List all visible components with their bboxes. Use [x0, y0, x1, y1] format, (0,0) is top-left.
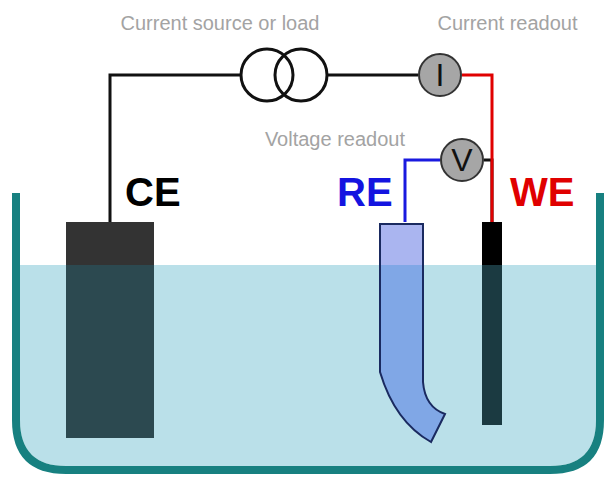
source-label: Current source or load — [95, 12, 345, 34]
meter-symbol: I — [436, 59, 445, 91]
ammeter-shape: I — [418, 53, 462, 97]
working-electrode-outline — [482, 222, 502, 425]
working-electrode-shape — [482, 222, 502, 425]
current-source-shape — [240, 47, 328, 103]
reference-electrode-shape — [375, 222, 450, 447]
working-electrode: WE — [478, 170, 608, 430]
ammeter: I Current readout — [415, 10, 600, 105]
readout-label: Current readout — [415, 12, 600, 34]
reference-electrode-outline — [375, 222, 450, 447]
wire — [110, 75, 240, 222]
symbol-holder: I — [418, 53, 462, 97]
electrode-label: RE — [337, 172, 393, 212]
wire — [328, 74, 418, 77]
electrolyte — [20, 265, 596, 466]
electrode-label: CE — [125, 172, 181, 212]
current-source-outline — [240, 47, 328, 103]
tank-wall — [16, 193, 600, 470]
current-source: Current source or load — [95, 10, 345, 110]
counter-electrode-outline — [66, 222, 154, 438]
readout-label: Voltage readout — [220, 128, 405, 150]
electrode-label: WE — [510, 172, 574, 212]
voltmeter-shape: V — [440, 138, 484, 182]
meter-symbol: V — [451, 144, 472, 176]
counter-electrode: CE — [60, 170, 200, 445]
symbol-holder: V — [440, 138, 484, 182]
wire — [405, 160, 440, 222]
reference-electrode: RE — [330, 170, 455, 445]
counter-electrode-shape — [66, 222, 154, 438]
